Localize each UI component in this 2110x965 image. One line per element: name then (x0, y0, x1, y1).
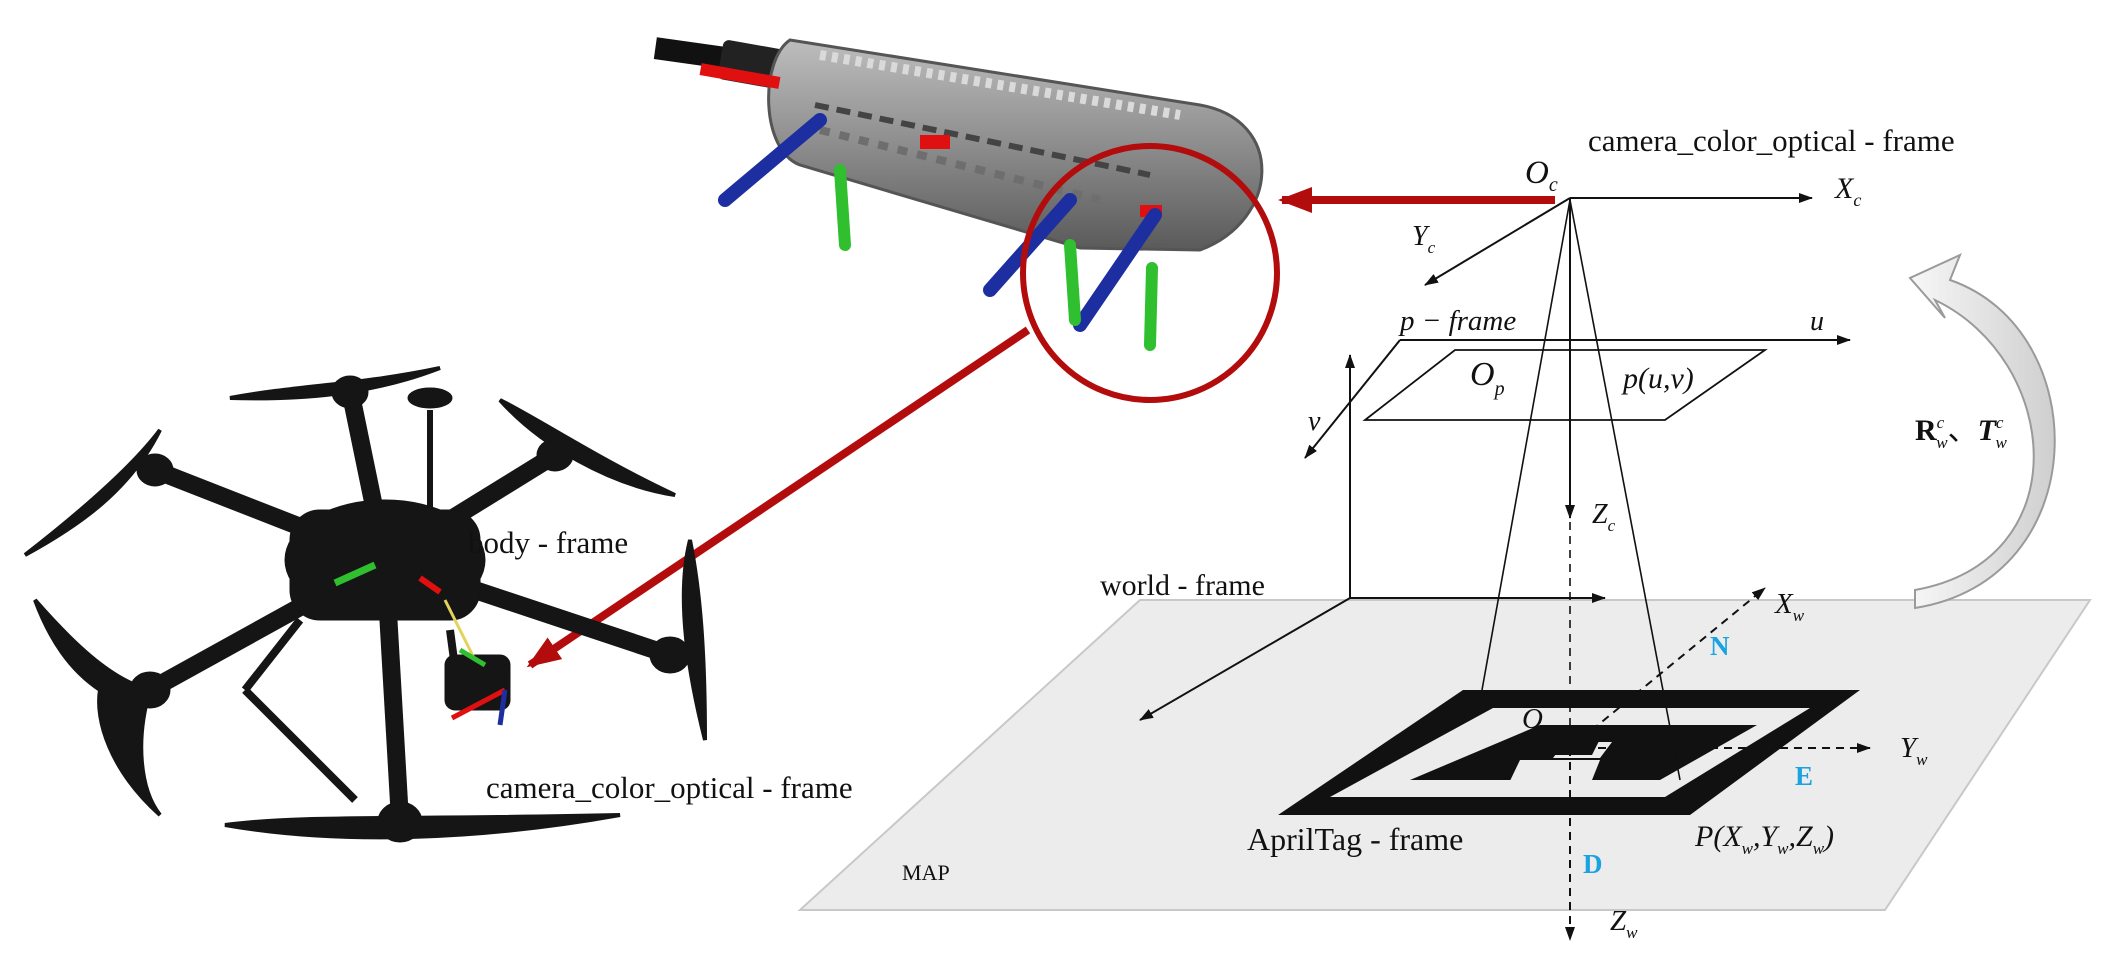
yc-label: Yc (1412, 221, 1436, 257)
drone-model (23, 366, 707, 843)
oc-label: Oc (1525, 155, 1558, 196)
world-frame-axes (1139, 354, 1606, 721)
puv-label: p(u,v) (1621, 362, 1694, 395)
body-frame-label: body - frame (468, 525, 628, 560)
highlight-circle (1020, 143, 1280, 403)
yw-label: Yw (1900, 732, 1928, 769)
apriltag-axes (1565, 587, 1871, 941)
e-label: E (1795, 761, 1813, 791)
red-arrow-to-drone (526, 326, 1031, 669)
camera-frame-label-bottom: camera_color_optical - frame (486, 770, 853, 805)
xc-label: Xc (1834, 172, 1861, 210)
pw-label: P(Xw,Yw,Zw) (1694, 820, 1834, 858)
n-label: N (1710, 631, 1730, 661)
camera-model (653, 37, 1264, 351)
xw-label: Xw (1774, 588, 1805, 625)
d-label: D (1583, 849, 1603, 879)
zc-label: Zc (1592, 499, 1616, 535)
zw-label: Zw (1610, 905, 1638, 942)
apriltag-frame-label: AprilTag - frame (1247, 821, 1463, 857)
camera-axes (1424, 193, 1813, 519)
camera-frame-label-top: camera_color_optical - frame (1588, 123, 1955, 158)
p-frame-label: p − frame (1398, 305, 1516, 337)
v-label: v (1308, 406, 1321, 437)
ow-label: Ow (1522, 703, 1555, 740)
rotation-arrow (1908, 253, 2056, 610)
op-label: Op (1470, 356, 1505, 400)
u-label: u (1810, 306, 1824, 337)
map-label: MAP (902, 860, 950, 885)
drone-axes (333, 561, 508, 726)
image-plane (1304, 335, 1851, 459)
world-frame-label: world - frame (1100, 569, 1265, 602)
